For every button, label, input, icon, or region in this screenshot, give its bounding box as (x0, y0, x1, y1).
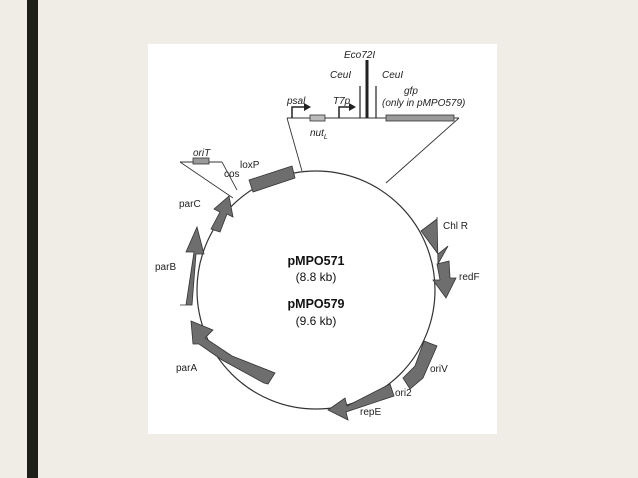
insert-guide-right (385, 117, 460, 184)
redf-label: redF (459, 272, 480, 283)
eco72i-label: Eco72I (344, 50, 375, 61)
parb-arrow (180, 225, 205, 306)
parc-label: parC (179, 199, 201, 210)
figure-panel (148, 44, 497, 434)
plasmid1-name: pMPO571 (288, 254, 345, 268)
gfp-note-label: (only in pMPO579) (382, 98, 465, 109)
repe-label: repE (360, 407, 381, 418)
oriv-label: oriV (430, 364, 448, 375)
loxp-label: loxP (240, 160, 260, 171)
t7p-promoter-arrow (338, 103, 356, 118)
psal-promoter-arrow (291, 103, 311, 118)
para-arrow (190, 320, 276, 385)
parc-arrow (210, 195, 234, 233)
plasmid-backbone (196, 170, 436, 410)
cos-label: cos (224, 169, 240, 180)
ceui-left-label: CeuI (330, 70, 351, 81)
para-label: parA (176, 363, 197, 374)
insert-guide-left (286, 117, 303, 172)
ceui-right-label: CeuI (382, 70, 403, 81)
nut-label: nutL (310, 128, 328, 141)
orit-label: oriT (193, 148, 211, 159)
parb-label: parB (155, 262, 176, 273)
redf-arrow (432, 260, 457, 299)
plasmid2-name: pMPO579 (288, 297, 345, 311)
orit-insert (179, 157, 238, 199)
repe-arrow (327, 383, 395, 421)
orit-box (192, 157, 210, 165)
plasmid1-size: (8.8 kb) (296, 270, 337, 284)
oriv-arrow (402, 340, 438, 390)
gfp-box (385, 114, 455, 122)
ori2-label: ori2 (395, 388, 412, 399)
loxp-segment (248, 165, 296, 193)
psal-label: psal (286, 96, 306, 107)
chlr-arrow (420, 216, 449, 266)
t7p-label: T7p (333, 96, 351, 107)
slide-accent-bar (27, 0, 38, 478)
plasmid2-size: (9.6 kb) (296, 314, 337, 328)
ceui-sites (359, 86, 377, 118)
chlr-label: Chl R (443, 221, 468, 232)
gfp-label: gfp (404, 86, 418, 97)
nut-box (309, 114, 326, 122)
